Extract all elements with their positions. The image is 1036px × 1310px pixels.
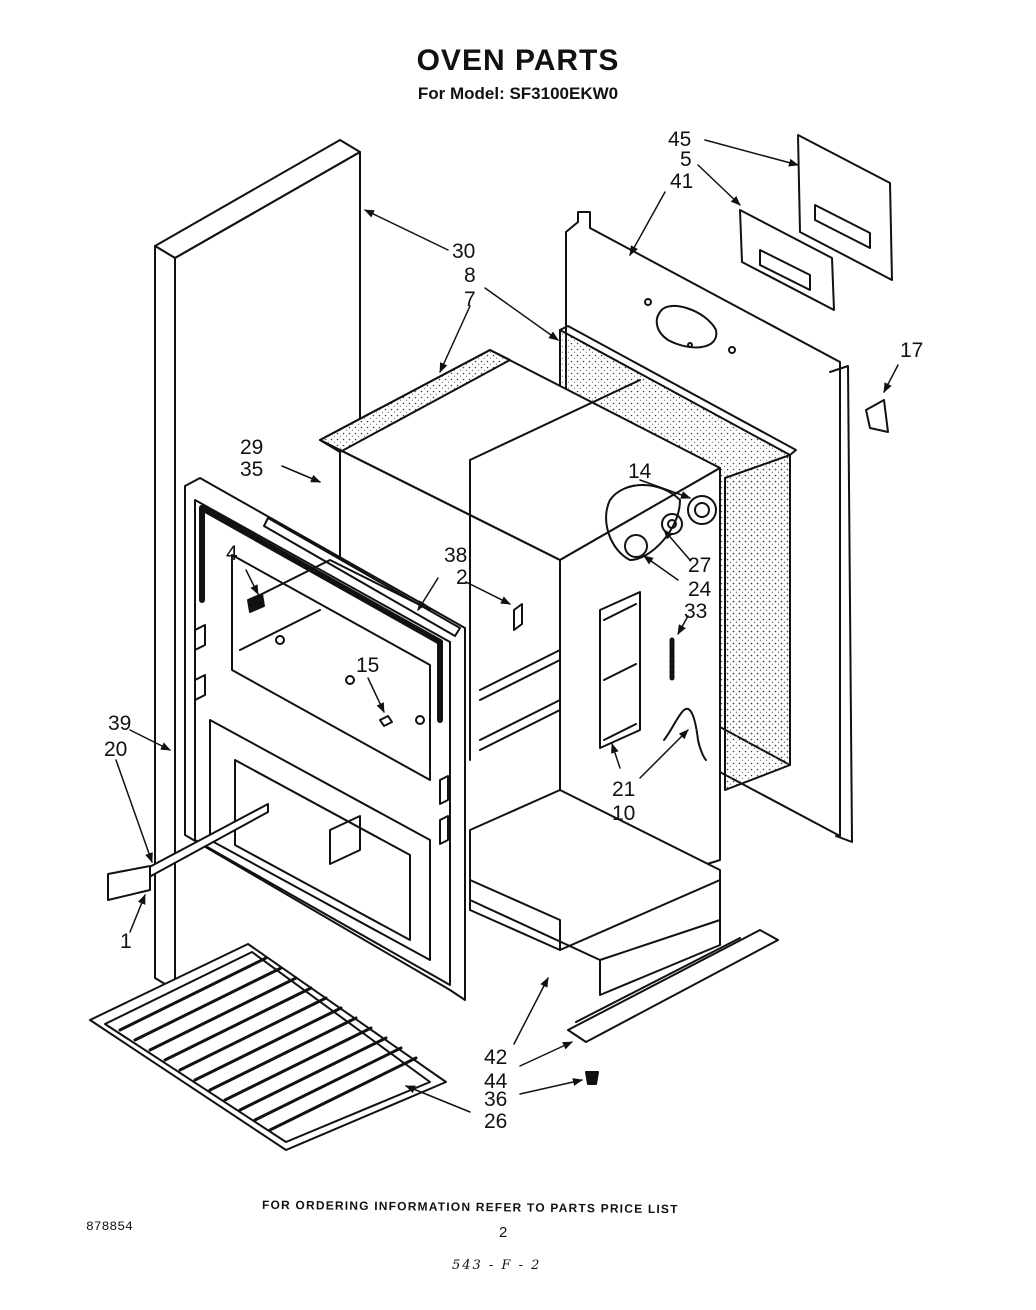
rail-part-44 [567,929,779,1043]
callout-7: 7 [464,288,476,311]
page-number: 2 [499,1224,508,1241]
callout-27: 27 [688,554,711,577]
callout-45: 45 [668,128,691,151]
leveling-leg-part-36 [585,1071,599,1085]
callout-17: 17 [900,339,923,362]
bracket-part-45 [797,134,893,281]
side-panel-part-30 [154,139,361,991]
hinge-bracket-part-17 [865,399,889,433]
lamp-bulb-part-24 [624,534,648,558]
lamp-socket-part-14 [687,495,717,525]
callout-35: 35 [240,458,263,481]
callout-10: 10 [612,802,635,825]
element-part-20 [107,803,269,901]
callout-33: 33 [684,600,707,623]
wire-form-part-10 [663,707,707,761]
model-subtitle: For Model: SF3100EKW0 [417,84,619,103]
oven-liner-part-7 [319,349,721,996]
oven-rack-part-26 [89,943,447,1151]
drip-tray-part-42 [469,879,721,951]
callout-44: 44 [484,1070,508,1093]
callout-1: 1 [120,930,132,953]
callout-15: 15 [356,654,379,677]
callout-42: 42 [484,1046,507,1069]
bracket-part-5 [739,209,835,311]
callout-labels: 45 5 41 30 8 7 17 29 35 14 4 38 2 27 24 … [104,128,923,1133]
leader-lines [115,139,899,1113]
callout-20: 20 [104,738,127,761]
trim-strip-part-38 [263,517,461,637]
clip-part-15 [379,715,393,727]
callout-39: 39 [108,712,131,735]
callout-5: 5 [680,148,692,171]
callout-36: 36 [484,1088,507,1111]
handwritten-code: 543 - F - 2 [452,1258,542,1273]
page-title: OVEN PARTS [416,44,620,77]
callout-4: 4 [226,542,238,565]
bracket-part-4 [247,593,265,613]
callout-24: 24 [688,578,712,601]
document-number: 878854 [86,1219,133,1234]
callout-38: 38 [444,544,467,567]
callout-8: 8 [464,264,476,287]
callout-14: 14 [628,460,652,483]
callout-41: 41 [670,170,693,193]
callout-21: 21 [612,778,635,801]
bracket-part-2 [513,603,523,631]
callout-2: 2 [456,566,468,589]
callout-26: 26 [484,1110,507,1133]
callout-30: 30 [452,240,475,263]
callout-29: 29 [240,436,263,459]
